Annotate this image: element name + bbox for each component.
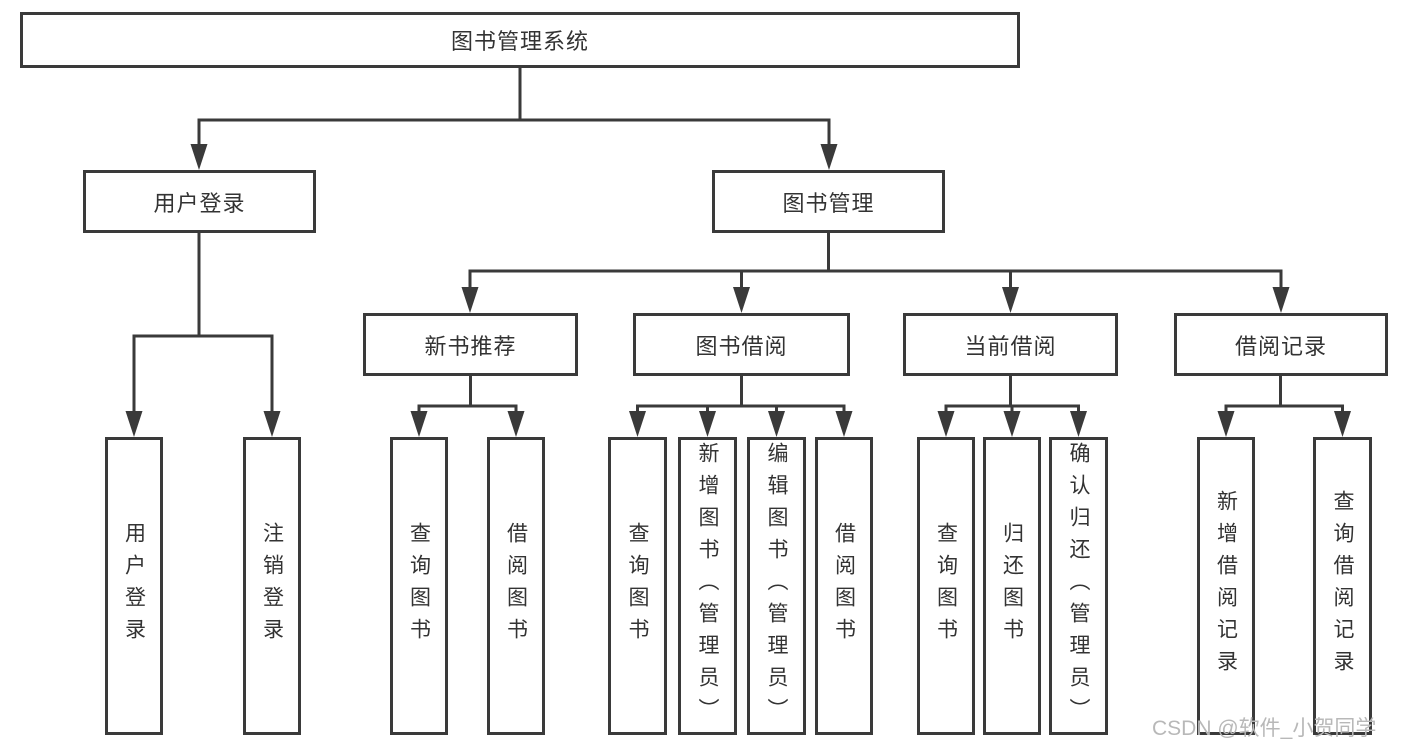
connector-records-group (1224, 376, 1344, 420)
leaf-records-add: 新增借阅记录 (1197, 437, 1255, 735)
leaf-borrow-add-admin-label: 新增图书（管理员） (696, 442, 719, 730)
node-new-book-recommend-label: 新书推荐 (424, 333, 517, 359)
leaf-borrow-add-admin: 新增图书（管理员） (678, 437, 737, 735)
node-current-borrow-label: 当前借阅 (964, 333, 1057, 359)
connector-newbook-group (417, 376, 518, 420)
leaf-records-add-label: 新增借阅记录 (1214, 490, 1238, 682)
arrowheads (125, 144, 1351, 437)
leaf-borrow-edit-admin-label: 编辑图书（管理员） (765, 442, 788, 730)
node-user-login-label: 用户登录 (153, 190, 246, 216)
leaf-borrow-book-label: 借阅图书 (832, 522, 856, 650)
leaf-borrow-book: 借阅图书 (815, 437, 873, 735)
node-borrow-records: 借阅记录 (1174, 313, 1388, 376)
leaf-newbook-query-label: 查询图书 (407, 522, 431, 650)
connector-level3 (468, 269, 1283, 296)
leaf-newbook-query: 查询图书 (390, 437, 448, 735)
node-book-management-label: 图书管理 (782, 190, 875, 216)
leaf-records-query: 查询借阅记录 (1313, 437, 1372, 735)
leaf-user-login-label: 用户登录 (122, 522, 146, 650)
node-borrow-records-label: 借阅记录 (1234, 333, 1327, 359)
node-current-borrow: 当前借阅 (903, 313, 1118, 376)
leaf-records-query-label: 查询借阅记录 (1331, 490, 1354, 682)
leaf-current-confirm-return-admin-label: 确认归还（管理员） (1067, 442, 1090, 730)
node-user-login: 用户登录 (83, 170, 316, 233)
leaf-newbook-borrow-label: 借阅图书 (504, 522, 528, 650)
node-book-management: 图书管理 (712, 170, 945, 233)
leaf-current-confirm-return-admin: 确认归还（管理员） (1049, 437, 1108, 735)
leaf-current-return-label: 归还图书 (1000, 522, 1024, 650)
csdn-watermark: CSDN @软件_小贺同学 (1152, 717, 1377, 740)
node-root-label: 图书管理系统 (450, 29, 589, 54)
node-book-borrow: 图书借阅 (633, 313, 850, 376)
node-book-borrow-label: 图书借阅 (695, 333, 788, 359)
leaf-logout-label: 注销登录 (260, 522, 284, 650)
connector-level2 (197, 118, 831, 152)
leaf-borrow-query-label: 查询图书 (626, 522, 649, 650)
leaf-current-query: 查询图书 (917, 437, 975, 735)
leaf-current-query-label: 查询图书 (934, 522, 958, 650)
node-new-book-recommend: 新书推荐 (363, 313, 578, 376)
leaf-logout: 注销登录 (243, 437, 301, 735)
leaf-current-return: 归还图书 (983, 437, 1041, 735)
connector-login-group (132, 233, 274, 420)
leaf-user-login: 用户登录 (105, 437, 163, 735)
leaf-borrow-edit-admin: 编辑图书（管理员） (747, 437, 806, 735)
leaf-borrow-query: 查询图书 (608, 437, 667, 735)
node-root: 图书管理系统 (20, 12, 1020, 68)
connector-borrow-group (636, 376, 846, 420)
leaf-newbook-borrow: 借阅图书 (487, 437, 545, 735)
